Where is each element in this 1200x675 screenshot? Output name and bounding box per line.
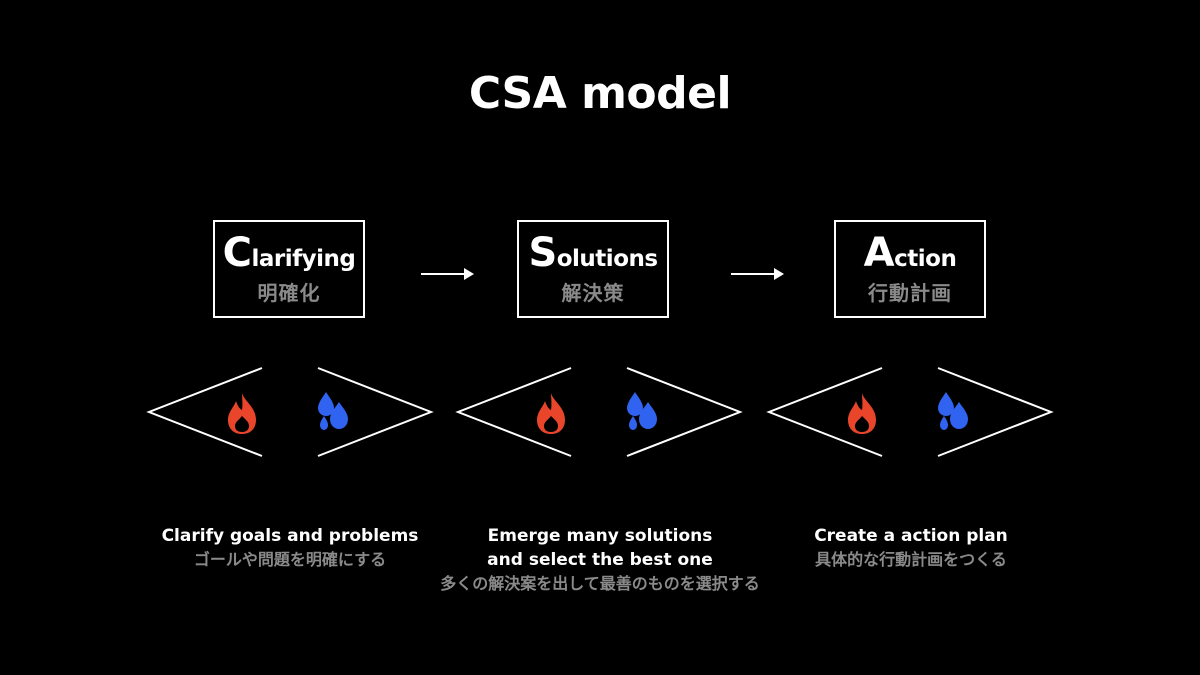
- fire-icon: [848, 393, 876, 434]
- diamond-right-half: [317, 367, 434, 457]
- page-title: CSA model: [468, 68, 732, 119]
- stage-box-solutions: Solutions 解決策: [517, 220, 669, 318]
- stage-heading: Action: [864, 233, 957, 273]
- stage-label-jp: 明確化: [257, 280, 321, 305]
- stage-label: olutions: [556, 245, 658, 272]
- stage-description-solutions: Emerge many solutions and select the bes…: [410, 524, 790, 596]
- description-jp: 多くの解決案を出して最善のものを選択する: [440, 574, 760, 593]
- stage-label-jp: 行動計画: [868, 280, 952, 305]
- description-en: Create a action plan: [814, 526, 1008, 546]
- diamond-left-half: [455, 367, 572, 457]
- stage-initial: C: [222, 229, 252, 276]
- diamond-left-half: [146, 367, 263, 457]
- stage-initial: A: [863, 229, 895, 276]
- arrow-right-icon: [421, 268, 474, 280]
- fire-icon: [228, 393, 256, 434]
- diverge-converge-diamond: [146, 367, 434, 457]
- description-en-line1: Emerge many solutions: [487, 526, 713, 546]
- water-drops-icon: [938, 392, 968, 430]
- diamond-right-half: [937, 367, 1054, 457]
- diverge-converge-diamond: [455, 367, 743, 457]
- diverge-converge-diamond: [766, 367, 1054, 457]
- stage-initial: S: [528, 229, 557, 276]
- stage-description-action: Create a action plan 具体的な行動計画をつくる: [721, 524, 1101, 572]
- stage-heading: Solutions: [528, 229, 658, 276]
- description-en-line2: and select the best one: [487, 550, 713, 570]
- description-jp: 具体的な行動計画をつくる: [815, 550, 1007, 569]
- stage-description-clarifying: Clarify goals and problems ゴールや問題を明確にする: [100, 524, 480, 572]
- stage-label: ction: [894, 245, 957, 272]
- arrow-right-icon: [731, 268, 784, 280]
- stage-label-jp: 解決策: [561, 280, 625, 305]
- stage-box-clarifying: Clarifying 明確化: [213, 220, 365, 318]
- description-jp: ゴールや問題を明確にする: [193, 550, 387, 569]
- diamond-right-half: [626, 367, 743, 457]
- stage-box-action: Action 行動計画: [834, 220, 986, 318]
- water-drops-icon: [627, 392, 657, 430]
- stage-label: larifying: [251, 245, 356, 272]
- diamond-left-half: [766, 367, 883, 457]
- description-en: Clarify goals and problems: [161, 526, 419, 546]
- water-drops-icon: [318, 392, 348, 430]
- stage-heading: Clarifying: [223, 233, 356, 273]
- fire-icon: [537, 393, 565, 434]
